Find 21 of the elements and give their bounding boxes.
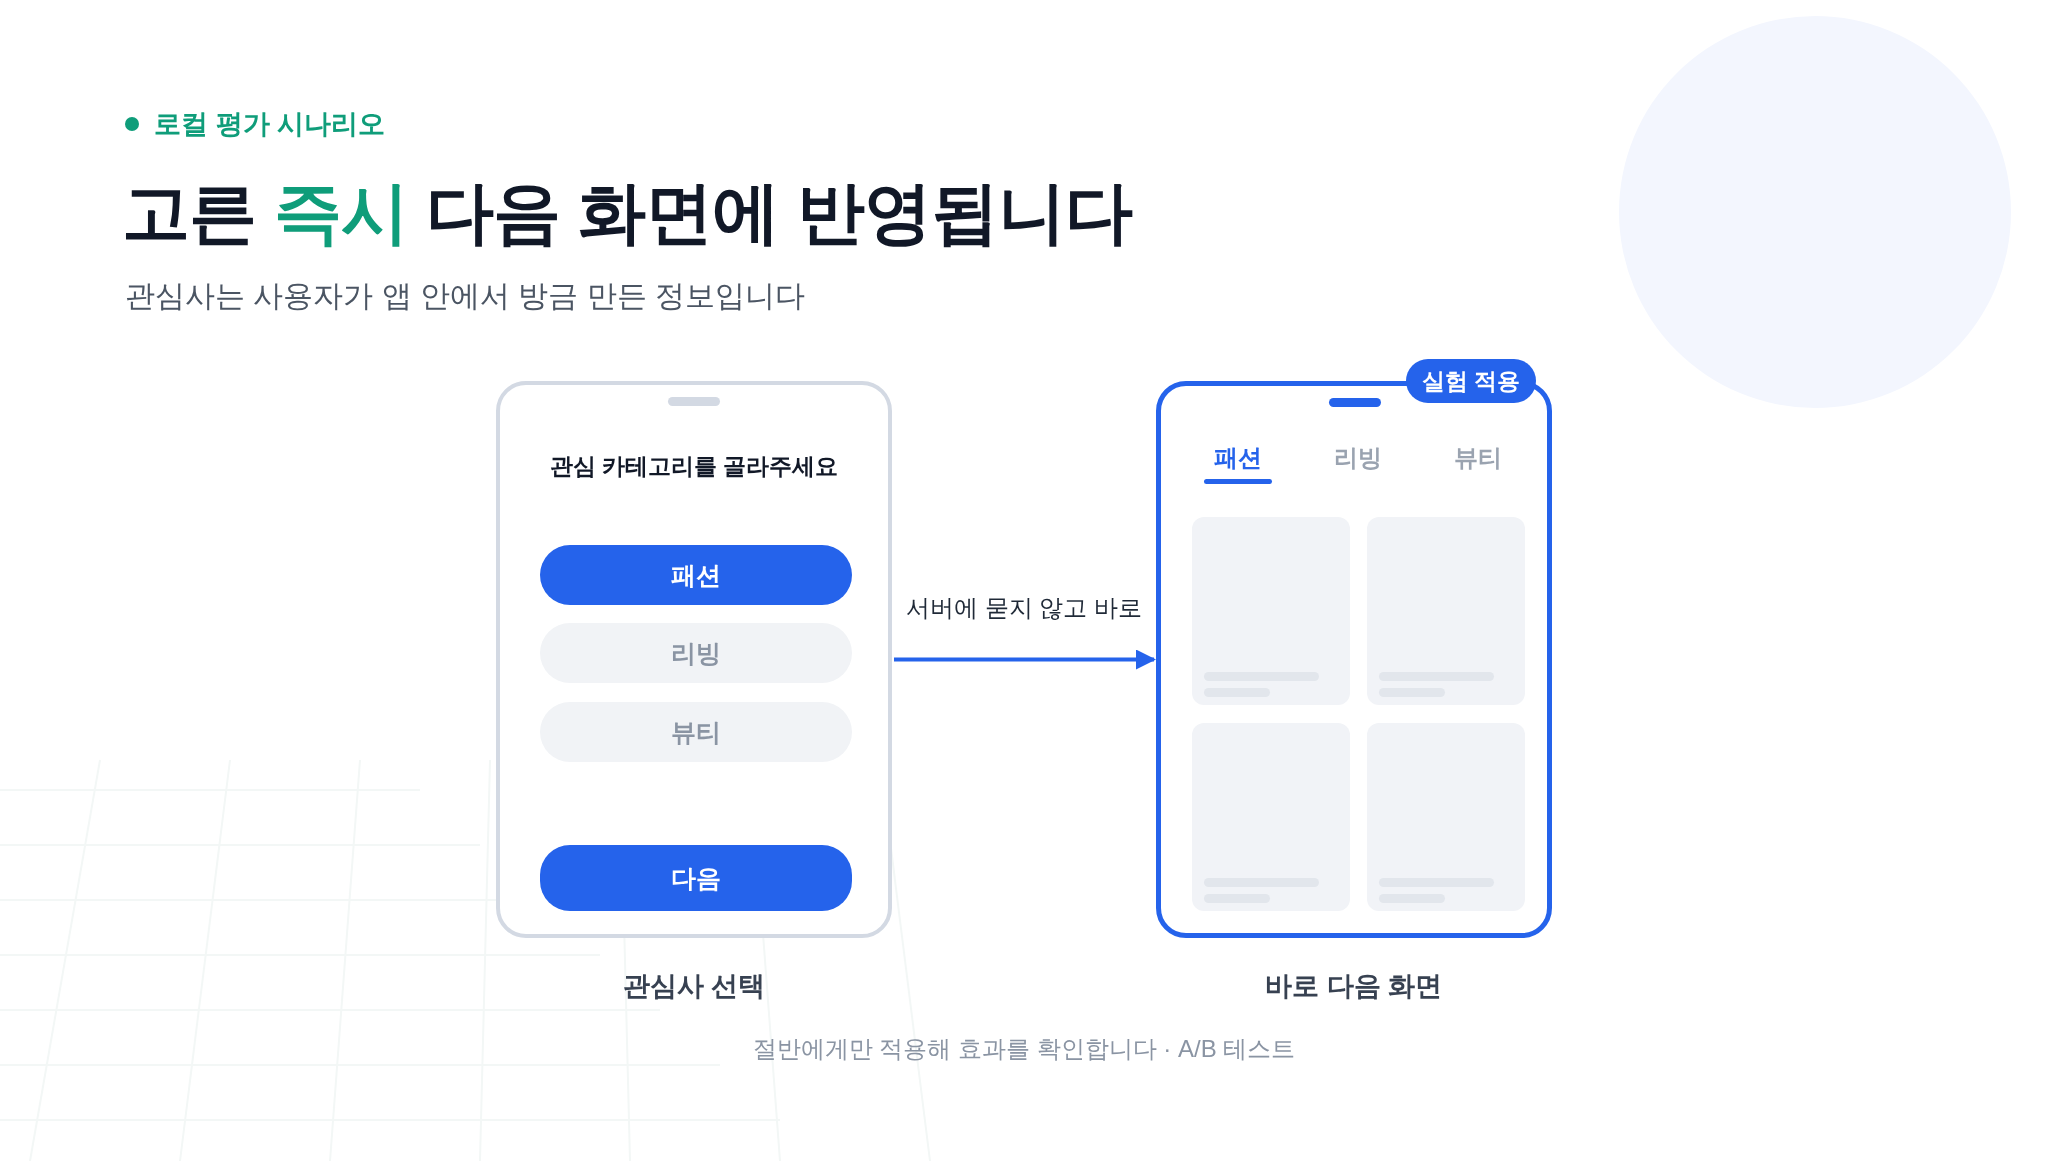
placeholder-card	[1192, 723, 1350, 911]
footnote: 절반에게만 적용해 효과를 확인합니다 · A/B 테스트	[751, 1034, 1297, 1064]
placeholder-card	[1367, 723, 1525, 911]
tab-label: 패션	[1213, 443, 1263, 473]
tab-label: 뷰티	[1453, 443, 1503, 473]
option-button: 뷰티	[540, 702, 852, 762]
next-button: 다음	[540, 845, 852, 911]
phone-caption: 바로 다음 화면	[1264, 970, 1444, 1003]
section-label: 로컬 평가 시나리오	[154, 108, 385, 141]
screen-heading: 관심 카테고리를 골라주세요	[548, 452, 840, 481]
arrow	[894, 649, 1156, 670]
subtitle: 관심사는 사용자가 앱 안에서 방금 만든 정보입니다	[125, 278, 805, 314]
option-button: 리빙	[540, 623, 852, 683]
title: 고른 즉시 다음 화면에 반영됩니다	[122, 173, 1132, 252]
phone-caption: 관심사 선택	[621, 970, 767, 1003]
phone-frame	[496, 381, 892, 938]
tab-label: 리빙	[1333, 443, 1383, 473]
placeholder-card	[1192, 517, 1350, 705]
placeholder-card	[1367, 517, 1525, 705]
option-button: 패션	[540, 545, 852, 605]
status-badge: 실험 적용	[1406, 359, 1536, 403]
